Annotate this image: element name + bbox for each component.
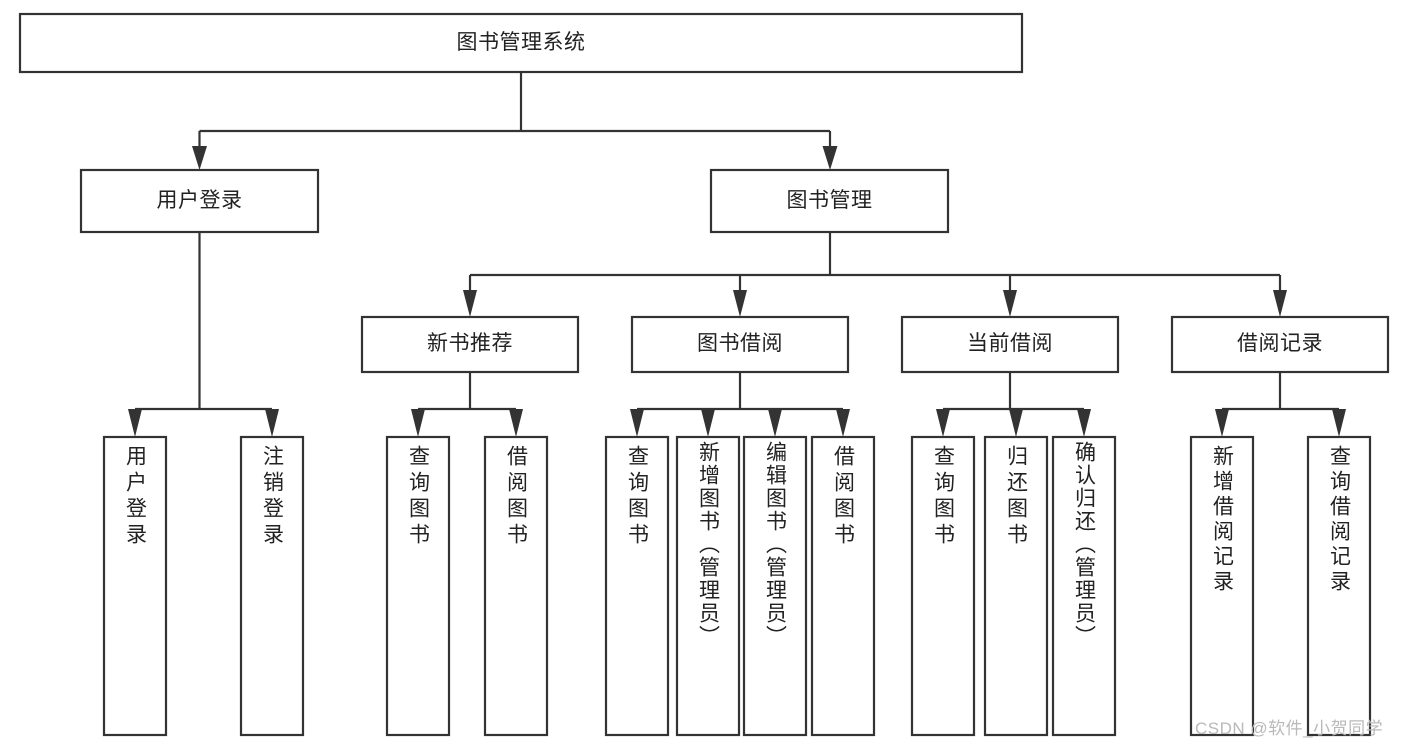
arrow-nbr-leaf-2: [509, 409, 523, 437]
arrow-bb-leaf-1: [630, 409, 644, 437]
arrow-root-to-user-login: [192, 146, 207, 170]
node-box-leaf-add-record[interactable]: [1189, 435, 1255, 737]
arrow-bb-leaf-4: [836, 409, 850, 437]
arrow-cb-leaf-2: [1009, 409, 1023, 437]
arrow-root-to-book-manage: [822, 146, 838, 170]
arrow-bb-leaf-3: [768, 409, 782, 437]
arrow-cb-leaf-1: [936, 409, 950, 437]
node-box-new-book-recommend[interactable]: [360, 315, 580, 374]
node-box-leaf-query-book-1[interactable]: [385, 435, 451, 737]
node-box-user-login[interactable]: [79, 168, 320, 234]
arrow-user-login-leaf-1: [128, 409, 142, 437]
csdn-watermark: CSDN @软件_小贺同学: [1195, 719, 1384, 738]
arrow-bm-to-new-book-recommend: [463, 290, 477, 317]
node-box-leaf-query-book-3[interactable]: [910, 435, 976, 737]
arrow-cb-leaf-3: [1077, 409, 1091, 437]
arrow-bm-to-current-borrow: [1003, 290, 1017, 317]
node-box-leaf-user-login[interactable]: [102, 435, 168, 737]
arrow-nbr-leaf-1: [411, 409, 425, 437]
arrow-br-leaf-1: [1215, 409, 1229, 437]
arrow-bm-to-book-borrow: [733, 290, 747, 317]
node-box-leaf-borrow-book-1[interactable]: [483, 435, 549, 737]
node-box-leaf-add-book[interactable]: [675, 435, 741, 737]
arrow-bm-to-borrow-record: [1273, 290, 1287, 317]
node-box-current-borrow[interactable]: [900, 315, 1120, 374]
node-box-leaf-borrow-book-2[interactable]: [810, 435, 876, 737]
node-box-book-borrow[interactable]: [630, 315, 850, 374]
arrow-br-leaf-2: [1332, 409, 1346, 437]
node-box-leaf-confirm-return[interactable]: [1051, 435, 1117, 737]
node-box-leaf-edit-book[interactable]: [742, 435, 808, 737]
node-box-book-manage[interactable]: [709, 168, 950, 234]
node-box-root[interactable]: [18, 12, 1024, 74]
node-box-borrow-record[interactable]: [1170, 315, 1390, 374]
node-box-leaf-query-record[interactable]: [1306, 435, 1372, 737]
node-box-leaf-user-logout[interactable]: [239, 435, 305, 737]
arrow-user-login-leaf-2: [265, 409, 279, 437]
arrow-bb-leaf-2: [701, 409, 715, 437]
node-box-leaf-query-book-2[interactable]: [604, 435, 670, 737]
node-box-leaf-return-book[interactable]: [983, 435, 1049, 737]
